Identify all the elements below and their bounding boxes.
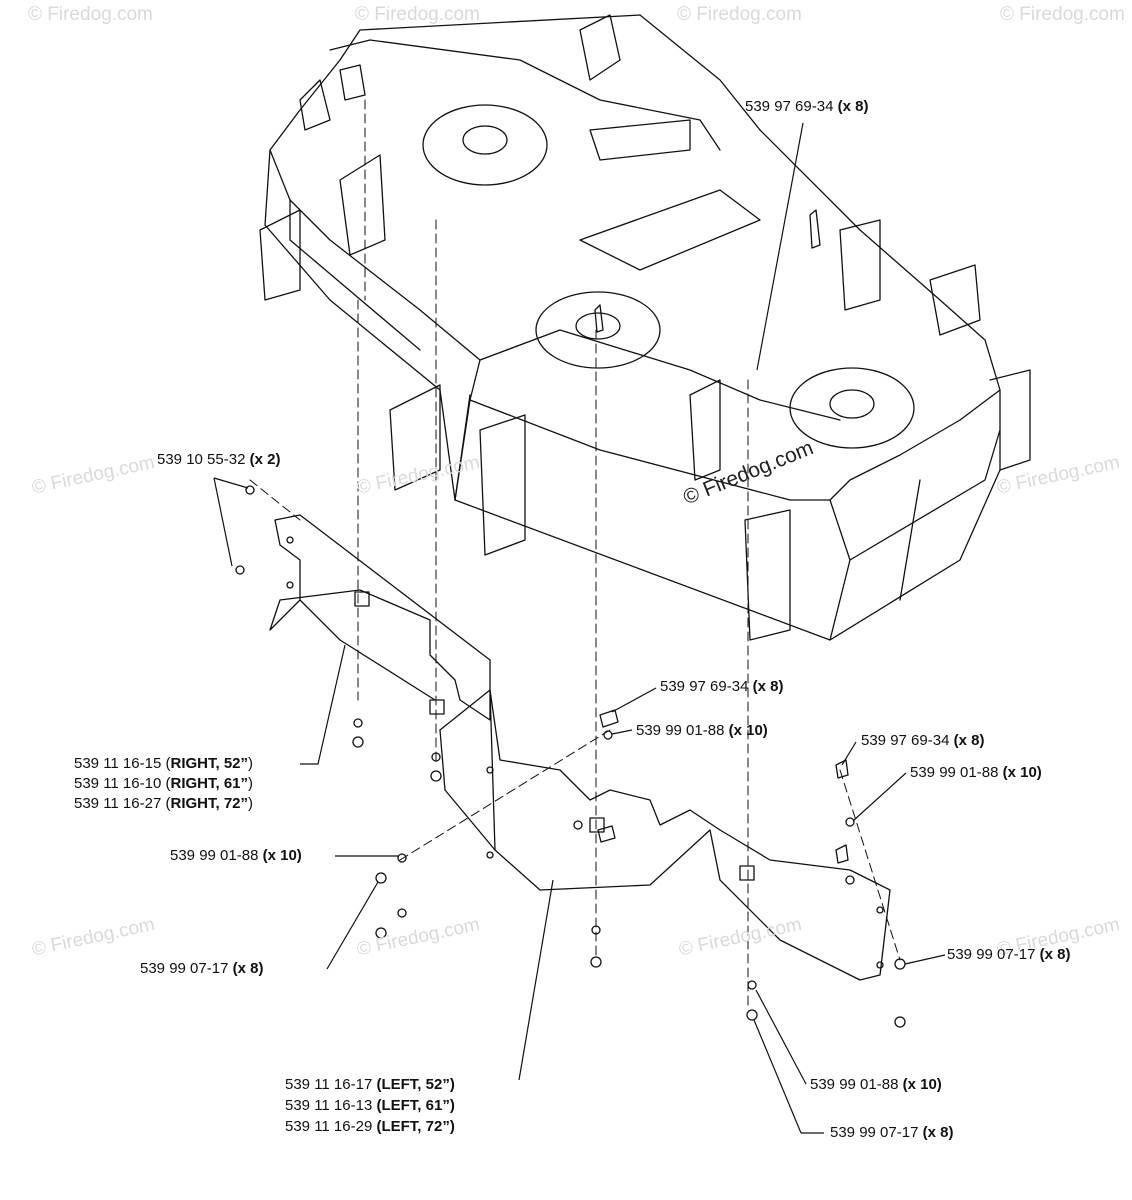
variant: RIGHT, 72” [170,795,249,812]
left-baffle-shield [439,689,891,981]
right-shield-label: 539 11 16-15 (RIGHT, 52”) [74,755,254,772]
callout-label: 539 99 07-17 (x 8) [947,946,1070,964]
quantity: (x 10) [1002,764,1042,781]
part-number: 539 97 69-34 [660,678,749,695]
quantity: (x 8) [953,732,985,749]
watermark-text: © Firedog.com [355,4,480,25]
variant: (LEFT, 61”) [376,1097,455,1114]
mower-deck-housing [259,14,1031,641]
part-number: 539 11 16-17 [285,1076,373,1093]
quantity: (x 8) [232,960,264,977]
right-shield-label: 539 11 16-27 (RIGHT, 72”) [74,795,254,812]
part-number: 539 97 69-34 [861,732,950,749]
quantity: (x 10) [262,847,302,864]
part-number: 539 99 07-17 [140,960,229,977]
part-number: 539 99 07-17 [830,1124,919,1141]
variant: RIGHT, 61” [170,775,249,792]
right-shield-label: 539 11 16-10 (RIGHT, 61”) [74,775,254,792]
callout-label: 539 99 01-88 (x 10) [910,764,1042,782]
quantity: (x 10) [902,1076,942,1093]
callout-label: 539 99 01-88 (x 10) [636,722,768,740]
quantity: (x 10) [728,722,768,739]
callout-label: 539 10 55-32 (x 2) [157,451,280,469]
quantity: (x 8) [1039,946,1071,963]
variant: RIGHT, 52” [170,755,249,772]
callout-label: 539 97 69-34 (x 8) [745,98,868,116]
watermark-text: © Firedog.com [28,4,153,25]
watermark-text: © Firedog.com [677,4,802,25]
callout-label: 539 99 07-17 (x 8) [140,960,263,978]
quantity: (x 8) [837,98,869,115]
part-number: 539 11 16-15 [74,755,162,772]
left-shield-label: 539 11 16-13 (LEFT, 61”) [285,1097,455,1115]
part-number: 539 97 69-34 [745,98,834,115]
part-number: 539 11 16-13 [285,1097,373,1114]
part-number: 539 11 16-29 [285,1118,373,1135]
leader-lines [213,122,946,1134]
callout-label: 539 97 69-34 (x 8) [660,678,783,696]
variant: (LEFT, 72”) [376,1118,455,1135]
left-shield-label: 539 11 16-29 (LEFT, 72”) [285,1118,455,1136]
part-number: 539 99 01-88 [810,1076,899,1093]
part-number: 539 99 01-88 [170,847,259,864]
part-number: 539 11 16-10 [74,775,162,792]
quantity: (x 8) [922,1124,954,1141]
part-number: 539 99 01-88 [636,722,725,739]
quantity: (x 8) [752,678,784,695]
left-shield-label: 539 11 16-17 (LEFT, 52”) [285,1076,455,1094]
part-number: 539 11 16-27 [74,795,162,812]
part-number: 539 99 01-88 [910,764,999,781]
callout-label: 539 99 01-88 (x 10) [170,847,302,865]
variant: (LEFT, 52”) [376,1076,455,1093]
watermark-text: © Firedog.com [1000,4,1125,25]
part-number: 539 99 07-17 [947,946,1036,963]
part-number: 539 10 55-32 [157,451,246,468]
right-baffle-shield [269,514,491,782]
callout-label: 539 99 01-88 (x 10) [810,1076,942,1094]
callout-label: 539 97 69-34 (x 8) [861,732,984,750]
callout-label: 539 99 07-17 (x 8) [830,1124,953,1142]
quantity: (x 2) [249,451,281,468]
hardware-fasteners [235,209,906,1028]
